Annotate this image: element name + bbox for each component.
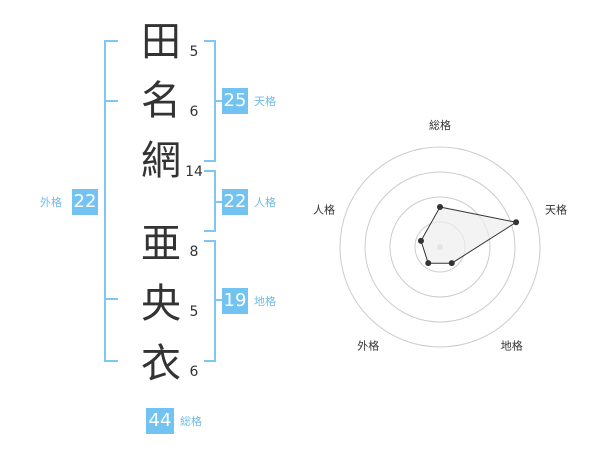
radar-point [425, 260, 432, 267]
tenkaku-value: 25 [222, 88, 248, 114]
gaikaku-value: 22 [72, 189, 98, 215]
gaikaku-bracket [104, 40, 118, 362]
jinkaku-value: 22 [222, 189, 248, 215]
given-char-2: 央 [141, 281, 181, 327]
tenkaku-label: 天格 [254, 95, 276, 108]
gaikaku-label: 外格 [40, 196, 62, 209]
radar-axis-label: 天格 [545, 202, 567, 216]
given-char-3: 衣 [141, 341, 181, 387]
tenkaku-connector [214, 100, 222, 102]
radar-point [437, 204, 443, 210]
surname-strokes-3: 14 [185, 164, 203, 180]
chikaku-value: 19 [222, 288, 248, 314]
radar-axis-label: 地格 [501, 339, 523, 353]
given-char-1: 亜 [141, 221, 181, 267]
surname-char-1: 田 [141, 19, 181, 65]
radar-point [513, 219, 520, 226]
chikaku-bracket [204, 240, 216, 362]
surname-char-2: 名 [141, 78, 181, 124]
soukaku-value: 44 [146, 408, 174, 434]
radar-point [448, 260, 455, 267]
radar-point [417, 237, 424, 244]
chikaku-label: 地格 [254, 295, 276, 308]
jinkaku-label: 人格 [254, 196, 276, 209]
gaikaku-tick-lower [104, 298, 118, 300]
radar-axis-label: 外格 [357, 339, 379, 353]
given-strokes-3: 6 [189, 364, 199, 380]
radar-ring [339, 146, 541, 348]
radar-axis-label: 人格 [313, 202, 335, 216]
given-strokes-1: 8 [189, 244, 199, 260]
radar-area [420, 206, 518, 264]
surname-strokes-1: 5 [189, 44, 199, 60]
radar-ring [364, 171, 516, 323]
gaikaku-tick-upper [104, 100, 118, 102]
soukaku-label: 総格 [180, 415, 202, 428]
chikaku-connector [214, 299, 222, 301]
surname-strokes-2: 6 [189, 104, 199, 120]
radar-axis-label: 総格 [429, 118, 451, 132]
surname-char-3: 網 [141, 138, 181, 184]
given-strokes-2: 5 [189, 304, 199, 320]
radar-ring [389, 196, 491, 298]
jinkaku-connector [214, 201, 222, 203]
